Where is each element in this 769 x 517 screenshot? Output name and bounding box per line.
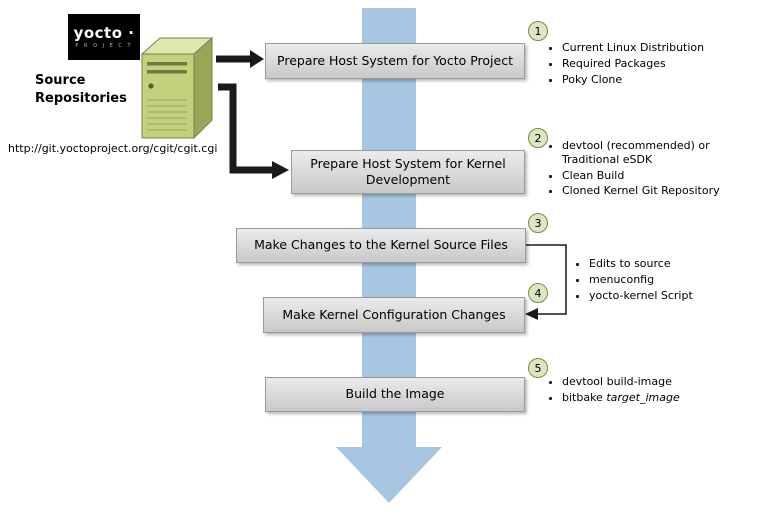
step5-bullet-list: devtool build-image bitbake target_image — [549, 375, 767, 407]
step-number-3: 3 — [528, 213, 548, 233]
bullet-item: Poky Clone — [562, 73, 769, 87]
source-repositories-label: Source Repositories — [35, 73, 127, 107]
bullet-item: Current Linux Distribution — [562, 41, 769, 55]
step-box-make-config-changes: Make Kernel Configuration Changes — [263, 297, 525, 333]
bullet-item: yocto-kernel Script — [589, 289, 759, 303]
bullet-item: bitbake target_image — [562, 391, 767, 405]
bullet-item: Required Packages — [562, 57, 769, 71]
bullet-item: devtool (recommended) or Traditional eSD… — [562, 139, 754, 167]
step-box-build-image: Build the Image — [265, 377, 525, 412]
step-number-1: 1 — [528, 21, 548, 41]
bitbake-command-prefix: bitbake — [562, 390, 607, 404]
yocto-project-subtext: P R O J E C T — [75, 42, 133, 49]
arrow-server-to-step2 — [218, 83, 289, 179]
bullet-item: menuconfig — [589, 273, 759, 287]
yocto-wordmark: yocto · — [73, 23, 135, 42]
server-icon — [140, 36, 214, 140]
bracket-steps-3-4 — [524, 244, 567, 320]
step-box-make-source-changes: Make Changes to the Kernel Source Files — [236, 228, 526, 263]
bullet-item: devtool build-image — [562, 375, 767, 389]
step1-bullet-list: Current Linux Distribution Required Pack… — [549, 41, 769, 88]
step-box-prepare-host-kernel: Prepare Host System for Kernel Developme… — [291, 150, 525, 194]
yocto-logo: yocto · P R O J E C T — [68, 14, 140, 60]
step-box-prepare-host-yocto: Prepare Host System for Yocto Project — [265, 43, 525, 79]
bullet-item: Edits to source — [589, 257, 759, 271]
bitbake-target-image: target_image — [606, 390, 680, 404]
step2-bullet-list: devtool (recommended) or Traditional eSD… — [549, 139, 754, 200]
bullet-item: Cloned Kernel Git Repository — [562, 184, 754, 198]
source-repo-url: http://git.yoctoproject.org/cgit/cgit.cg… — [8, 142, 218, 155]
step-number-4: 4 — [528, 283, 548, 303]
bullet-item: Clean Build — [562, 169, 754, 183]
arrow-server-to-step1 — [216, 50, 264, 68]
step-number-2: 2 — [528, 128, 548, 148]
steps-3-4-shared-bullet-list: Edits to source menuconfig yocto-kernel … — [576, 257, 759, 304]
step-number-5: 5 — [528, 358, 548, 378]
